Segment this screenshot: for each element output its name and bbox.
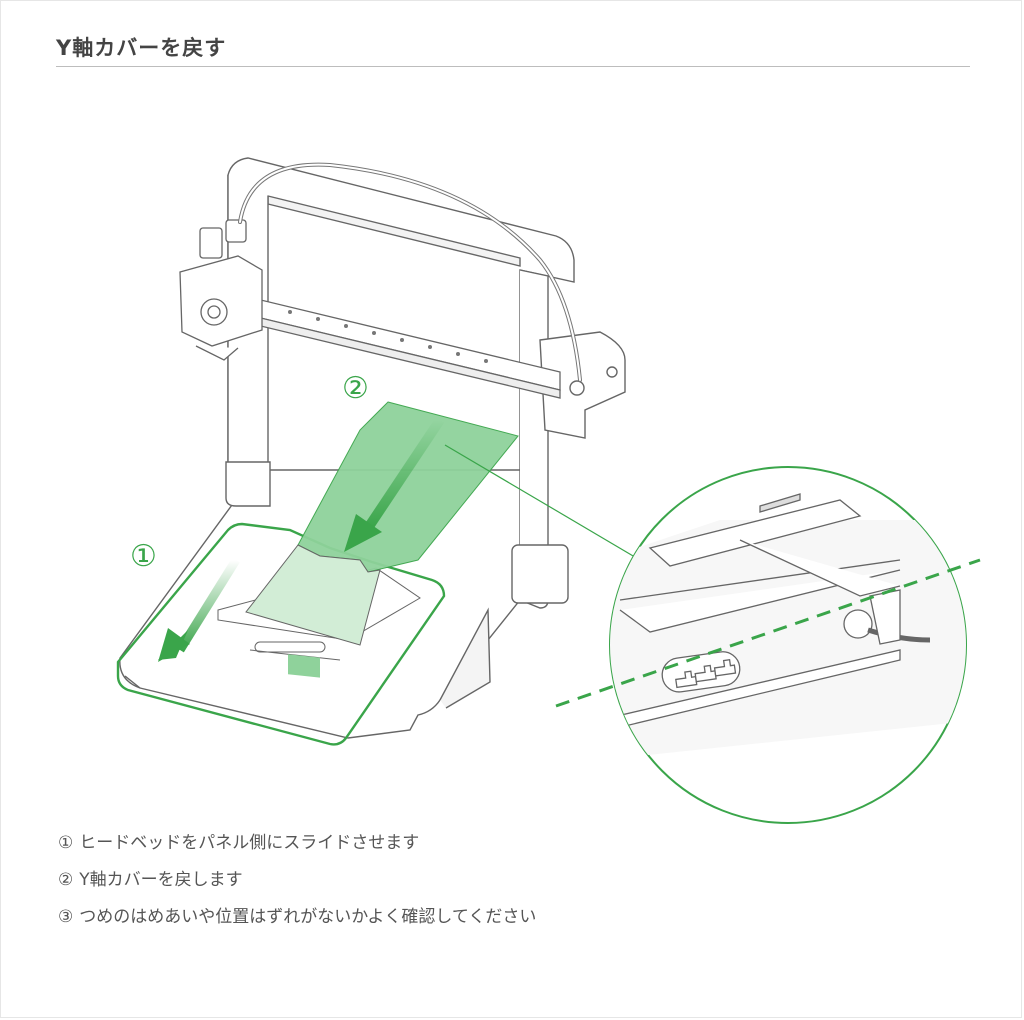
slide-arrow-cover (344, 417, 445, 552)
printer-frame (225, 157, 575, 609)
step-number: ② (58, 870, 74, 890)
x-axis-rail (239, 294, 561, 399)
z-axis-housing (539, 331, 626, 439)
zoom-detail (609, 466, 967, 824)
callout-2: ② (342, 371, 369, 406)
alignment-dashed-line (555, 558, 981, 708)
zoom-leader-line (444, 444, 641, 561)
page-title: Y軸カバーを戻す (56, 36, 227, 60)
callout-1: ① (130, 539, 157, 574)
step-text: Y軸カバーを戻します (79, 870, 243, 890)
title-divider (56, 66, 970, 67)
step-text: つめのはめあいや位置はずれがないかよく確認してください (79, 907, 537, 927)
step-number: ③ (58, 907, 74, 927)
print-head (179, 219, 263, 361)
slide-arrow-heatbed (158, 557, 240, 662)
step-text: ヒードベッドをパネル側にスライドさせます (79, 833, 420, 853)
step-number: ① (58, 833, 74, 853)
